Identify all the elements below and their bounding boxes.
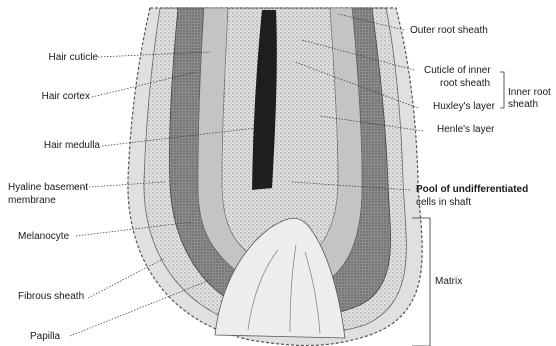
label-hair-cuticle: Hair cuticle	[30, 52, 98, 64]
label-inner-root-sheath-line2: sheath	[508, 99, 538, 111]
label-hyaline-basement-membrane-line2: membrane	[8, 195, 56, 207]
label-inner-root-sheath-line1: Inner root	[508, 87, 551, 99]
label-cuticle-inner-root-sheath-line2: root sheath	[440, 78, 490, 90]
label-pool-undifferentiated-cells-line2: cells in shaft	[416, 197, 471, 209]
inner-root-sheath-bracket	[500, 72, 504, 108]
label-huxleys-layer: Huxley's layer	[433, 101, 495, 113]
label-fibrous-sheath: Fibrous sheath	[18, 291, 84, 303]
label-matrix: Matrix	[435, 276, 462, 288]
label-papilla: Papilla	[30, 331, 60, 343]
label-cuticle-inner-root-sheath-line1: Cuticle of inner	[424, 65, 491, 77]
label-hair-medulla: Hair medulla	[20, 140, 100, 152]
label-hyaline-basement-membrane-line1: Hyaline basement	[8, 182, 88, 194]
label-melanocyte: Melanocyte	[18, 231, 69, 243]
label-pool-undifferentiated-cells-line1: Pool of undifferentiated	[416, 184, 528, 196]
label-outer-root-sheath: Outer root sheath	[410, 25, 488, 37]
label-henles-layer: Henle's layer	[437, 124, 495, 136]
label-hair-cortex: Hair cortex	[20, 91, 90, 103]
